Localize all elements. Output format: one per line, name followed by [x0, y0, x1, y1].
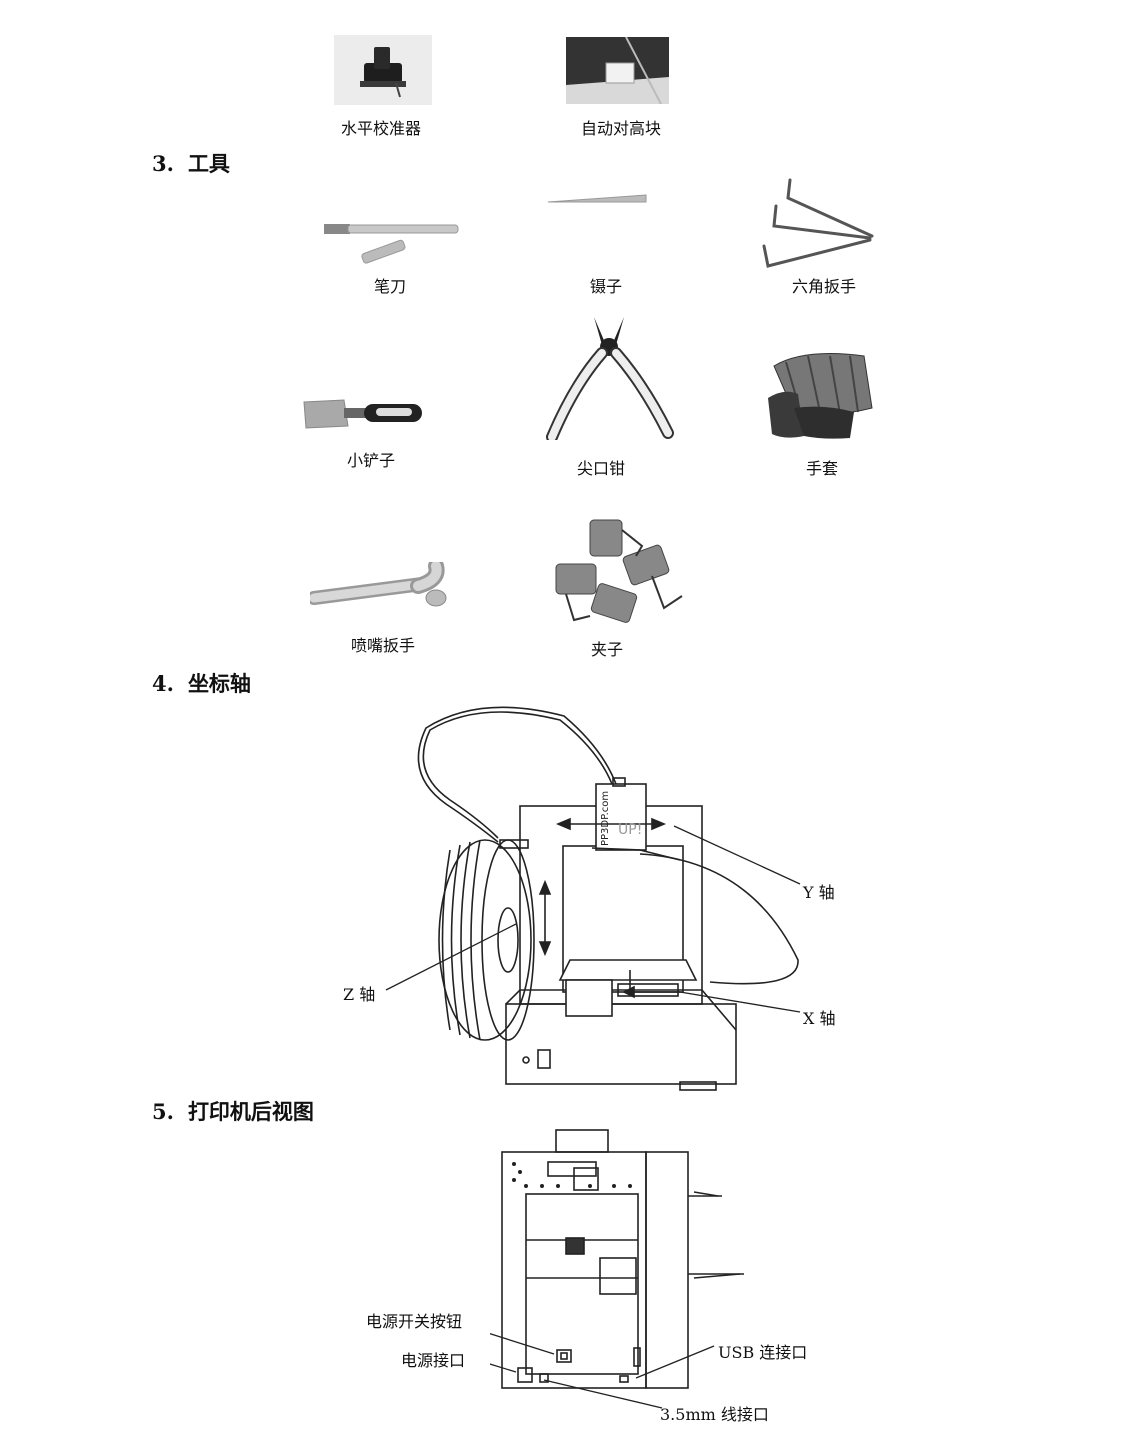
auto-height-block-image [566, 37, 669, 104]
filament-tube [423, 712, 612, 838]
hex-key-icon [758, 176, 880, 272]
gloves-icon [764, 348, 879, 440]
brand-text: PP3DP.com [600, 791, 611, 846]
build-platform [560, 960, 696, 980]
tool-label-3: 小铲子 [347, 447, 395, 471]
level-calibrator-image [334, 35, 432, 105]
pliers-icon [544, 315, 674, 440]
top-item-label-0: 水平校准器 [341, 115, 421, 139]
section-heading-rear-view: 5.打印机后视图 [152, 1096, 314, 1126]
tool-label-0: 笔刀 [374, 273, 406, 297]
nozzle-wrench-icon [310, 562, 452, 612]
usb-port-label: USB 连接口 [718, 1339, 807, 1363]
printer-axes-diagram: PP3DP.com UP! [330, 700, 850, 1095]
tool-label-5: 手套 [806, 455, 838, 479]
auto-height-block-icon [566, 37, 669, 104]
x-axis-label: X 轴 [803, 1005, 835, 1029]
tool-label-1: 镊子 [590, 273, 622, 297]
model-text: UP! [618, 822, 642, 838]
audio-port-label: 3.5mm 线接口 [660, 1401, 769, 1425]
power-port-label: 电源接口 [401, 1347, 465, 1371]
z-axis-label: Z 轴 [343, 981, 375, 1005]
section-heading-tools: 3.工具 [152, 148, 230, 178]
binder-clips-icon [552, 516, 692, 630]
printer-rear-diagram [490, 1128, 750, 1418]
level-calibrator-icon [334, 35, 432, 105]
craft-knife-icon [320, 218, 465, 266]
tool-label-6: 喷嘴扳手 [351, 632, 415, 656]
tool-label-4: 尖口钳 [577, 455, 625, 479]
tool-label-7: 夹子 [591, 636, 623, 660]
scraper-icon [302, 396, 424, 434]
power-switch-label: 电源开关按钮 [366, 1308, 462, 1332]
section-heading-axes: 4.坐标轴 [152, 668, 251, 698]
top-item-label-1: 自动对高块 [581, 115, 661, 139]
tool-label-2: 六角扳手 [792, 273, 856, 297]
y-axis-label: Y 轴 [803, 879, 835, 903]
tweezers-icon [546, 192, 650, 210]
